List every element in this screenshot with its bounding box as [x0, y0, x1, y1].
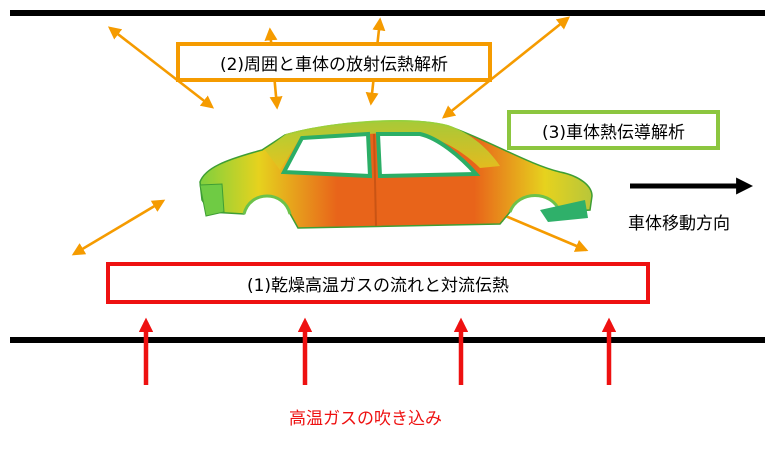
direction-label: 車体移動方向	[628, 214, 730, 234]
conduction-analysis-label: (3)車体熱伝導解析	[541, 122, 686, 143]
gas-injection-label: 高温ガスの吹き込み	[289, 409, 442, 429]
car-roof	[265, 119, 500, 170]
radiation-arrow-icon	[107, 26, 215, 109]
radiation-arrow-icon	[71, 199, 166, 256]
gas-injection-arrows	[138, 317, 617, 385]
rear-underbody	[540, 200, 588, 222]
front-window-opening	[280, 131, 373, 179]
radiation-analysis-box: (2)周囲と車体の放射伝熱解析	[176, 42, 492, 82]
radiation-analysis-label: (2)周囲と車体の放射伝熱解析	[219, 54, 449, 75]
rear-window-opening	[375, 132, 481, 179]
door-seam	[373, 133, 377, 227]
gas-flow-analysis-label: (1)乾燥高温ガスの流れと対流伝熱	[246, 275, 510, 296]
radiation-arrow-icon	[493, 210, 589, 252]
radiation-arrow-icon	[441, 16, 571, 119]
car-body-model-icon	[199, 119, 593, 229]
conduction-analysis-box: (3)車体熱伝導解析	[507, 110, 720, 150]
front-wheel-arch	[242, 194, 292, 215]
gas-flow-analysis-box: (1)乾燥高温ガスの流れと対流伝熱	[106, 262, 650, 304]
front-underbody	[199, 183, 225, 217]
